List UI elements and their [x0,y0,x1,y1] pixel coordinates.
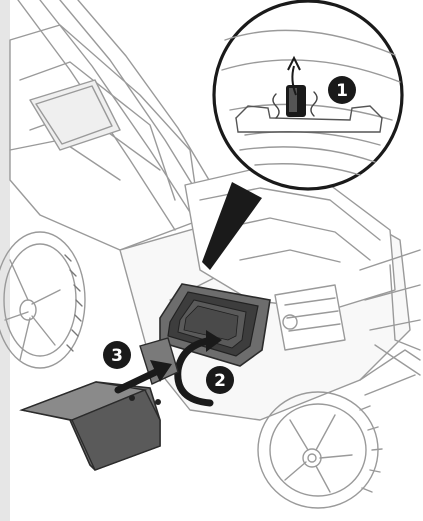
inset-detail [221,29,401,176]
magnifier-inset [212,0,404,191]
step-badge-2: 2 [206,366,234,394]
mulch-plug [159,283,271,367]
straight-arrow-icon [114,360,172,394]
step-number-3: 3 [111,346,123,366]
page-margin-strip [0,0,10,521]
step-badge-3: 3 [103,341,131,369]
lever-icon [286,85,306,117]
step-number-1: 1 [336,81,348,101]
lift-arrow-icon [287,55,301,96]
step-badge-1: 1 [328,76,356,104]
discharge-cover [19,337,179,471]
magnifier-pointer [202,182,262,270]
step-number-2: 2 [214,371,226,391]
